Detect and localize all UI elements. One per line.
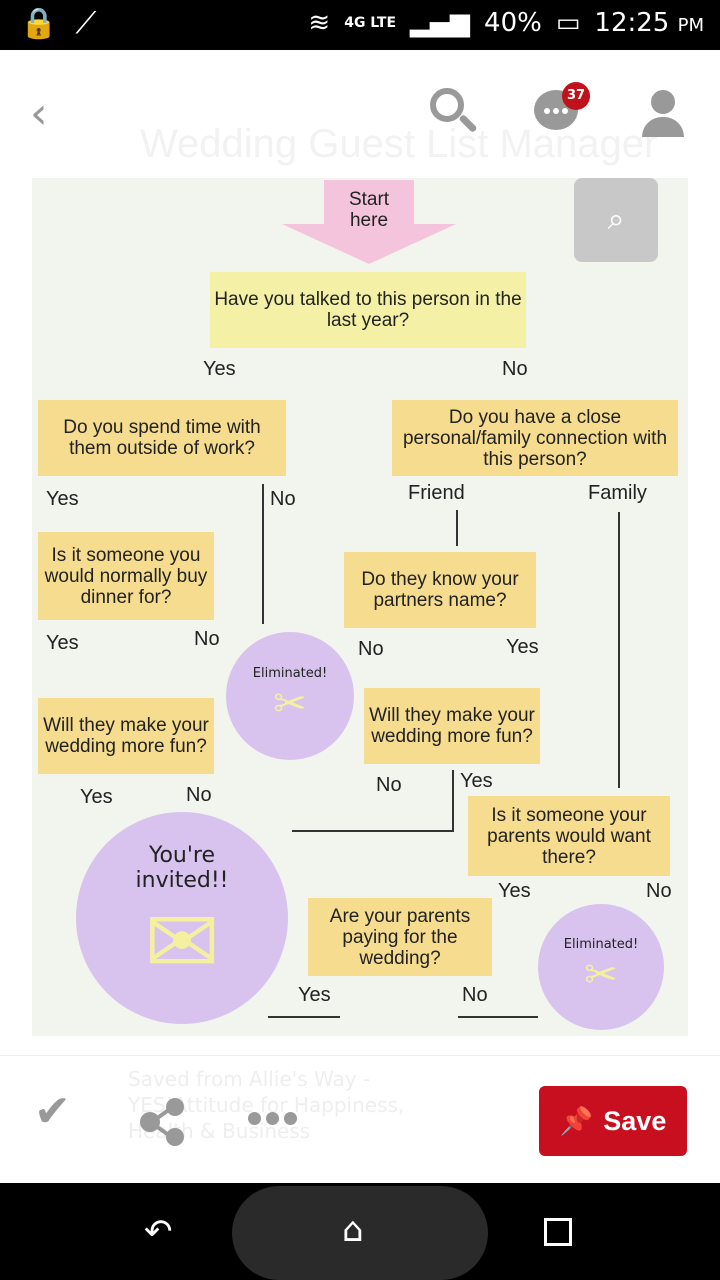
connector bbox=[618, 512, 620, 788]
wifi-icon: ≋ bbox=[308, 8, 331, 38]
label-no: No bbox=[646, 880, 672, 902]
app-icon: ⟋ bbox=[75, 6, 97, 41]
label-no: No bbox=[270, 488, 296, 510]
connector bbox=[456, 510, 458, 546]
header bbox=[0, 50, 720, 180]
q-talked-last-year: Have you talked to this person in the la… bbox=[210, 272, 526, 348]
q-parents-paying: Are your parents paying for the wedding? bbox=[308, 898, 492, 976]
connector bbox=[452, 770, 454, 830]
recents-icon[interactable] bbox=[544, 1218, 572, 1246]
label-yes: Yes bbox=[203, 358, 236, 380]
clock: 12:25 bbox=[594, 8, 670, 38]
clock-ampm: PM bbox=[677, 15, 704, 36]
save-label: Save bbox=[603, 1105, 667, 1136]
q-parents-want: Is it someone your parents would want th… bbox=[468, 796, 670, 876]
label-family: Family bbox=[588, 482, 647, 504]
q-buy-dinner: Is it someone you would normally buy din… bbox=[38, 532, 214, 620]
label-yes: Yes bbox=[298, 984, 331, 1006]
profile-icon[interactable] bbox=[642, 90, 684, 138]
invited-label: You're invited!! bbox=[135, 843, 229, 893]
label-yes: Yes bbox=[46, 488, 79, 510]
visual-search-button[interactable]: ⌕ bbox=[574, 178, 658, 262]
share-icon[interactable] bbox=[140, 1098, 188, 1146]
envelope-icon: ✉ bbox=[144, 890, 220, 995]
home-pill[interactable] bbox=[232, 1186, 488, 1280]
pin-icon: 📌 bbox=[559, 1106, 594, 1136]
label-yes: Yes bbox=[460, 770, 493, 792]
battery-icon: ▭ bbox=[555, 8, 581, 38]
q-close-connection: Do you have a close personal/family conn… bbox=[392, 400, 678, 476]
lock-icon: 🔒 bbox=[20, 6, 58, 41]
label-no: No bbox=[502, 358, 528, 380]
notification-badge: 37 bbox=[562, 82, 590, 110]
q-more-fun-right: Will they make your wedding more fun? bbox=[364, 688, 540, 764]
q-know-partner: Do they know your partners name? bbox=[344, 552, 536, 628]
check-icon[interactable]: ✔ bbox=[34, 1086, 71, 1137]
label-no: No bbox=[462, 984, 488, 1006]
label-yes: Yes bbox=[506, 636, 539, 658]
label-no: No bbox=[358, 638, 384, 660]
network-label: 4G LTE bbox=[344, 15, 397, 31]
eliminated-circle: Eliminated!✂ bbox=[226, 632, 354, 760]
search-icon[interactable] bbox=[430, 88, 478, 136]
save-button[interactable]: 📌 Save bbox=[539, 1086, 687, 1156]
scissors-icon: ✂ bbox=[273, 680, 307, 727]
connector bbox=[268, 1016, 340, 1018]
label-no: No bbox=[376, 774, 402, 796]
back-nav-icon[interactable]: ↶ bbox=[144, 1212, 173, 1252]
label-friend: Friend bbox=[408, 482, 465, 504]
page-title: Wedding Guest List Manager bbox=[140, 122, 658, 166]
eliminated-circle: Eliminated!✂ bbox=[538, 904, 664, 1030]
start-label: Start here bbox=[348, 189, 390, 231]
label-yes: Yes bbox=[498, 880, 531, 902]
battery-percent: 40% bbox=[484, 8, 542, 38]
eliminated-label: Eliminated! bbox=[252, 665, 328, 681]
status-bar: 🔒 ⟋ ≋ 4G LTE ▂▄▆ 40% ▭ 12:25 PM bbox=[0, 0, 720, 50]
connector bbox=[458, 1016, 538, 1018]
start-arrow bbox=[282, 180, 456, 264]
label-no: No bbox=[186, 784, 212, 806]
label-yes: Yes bbox=[46, 632, 79, 654]
invited-circle: You're invited!!✉ bbox=[76, 812, 288, 1024]
q-more-fun-left: Will they make your wedding more fun? bbox=[38, 698, 214, 774]
q-spend-time: Do you spend time with them outside of w… bbox=[38, 400, 286, 476]
more-icon[interactable] bbox=[248, 1112, 298, 1126]
scissors-icon: ✂ bbox=[584, 951, 618, 998]
signal-icon: ▂▄▆ bbox=[410, 8, 471, 38]
connector bbox=[262, 484, 264, 624]
eliminated-label: Eliminated! bbox=[563, 936, 639, 952]
label-no: No bbox=[194, 628, 220, 650]
home-icon[interactable]: ⌂ bbox=[342, 1210, 364, 1250]
label-yes: Yes bbox=[80, 786, 113, 808]
connector bbox=[292, 830, 454, 832]
back-icon[interactable]: ‹ bbox=[30, 88, 48, 139]
